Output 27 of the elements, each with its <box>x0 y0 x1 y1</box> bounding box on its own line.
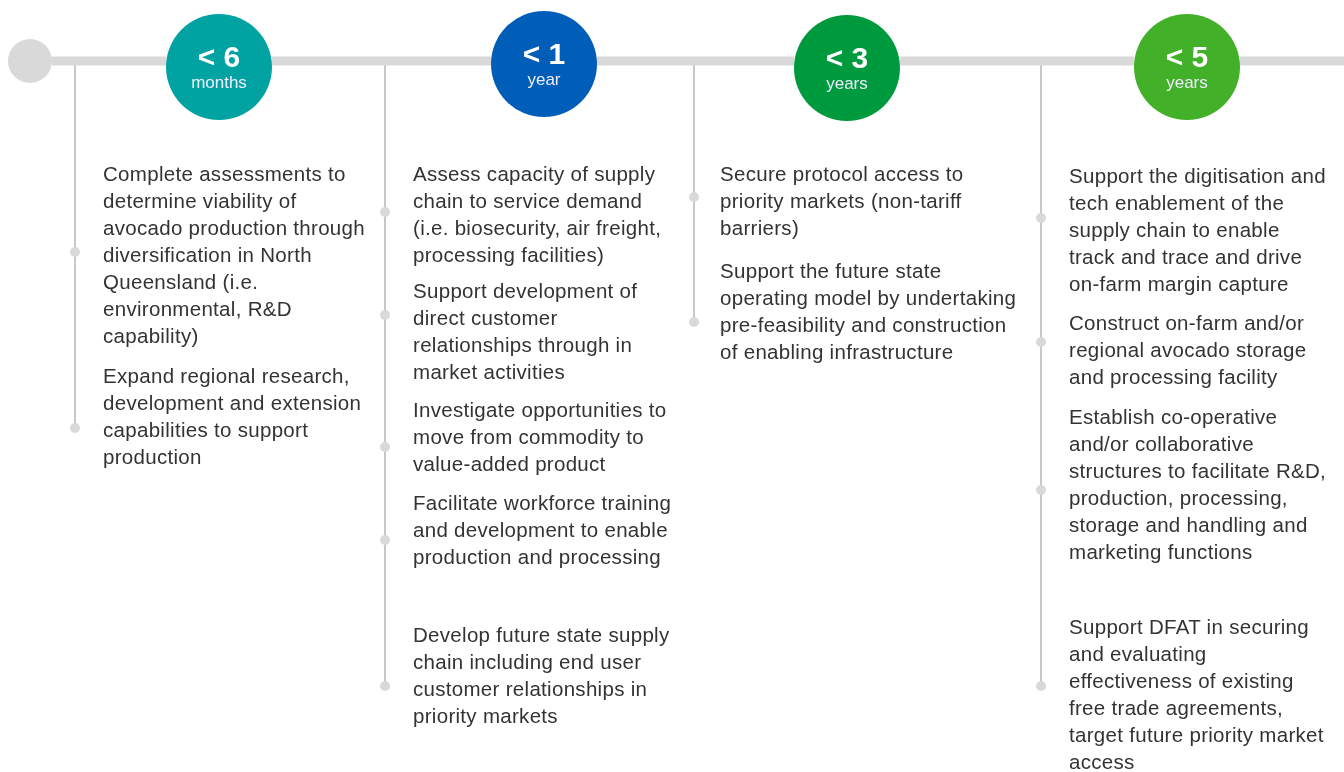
timeline-bar <box>1240 56 1344 66</box>
milestone-value: < 5 <box>1165 41 1209 73</box>
action-text: Support the future state operating model by undertaking pre-feasibility and construction of enabling infrastructure <box>720 258 1018 365</box>
milestone-unit: years <box>1166 73 1208 93</box>
milestone-unit: year <box>527 70 561 90</box>
action-text: Support the digitisation and tech enablement of the supply chain to enable track and trace and drive on-farm margin capture <box>1069 163 1327 297</box>
action-text: Support DFAT in securing and evaluating effectiveness of existing free trade agreements, target future priority market access <box>1069 614 1325 772</box>
milestone-unit: months <box>191 73 247 93</box>
action-text: Expand regional research, development and extension capabilities to support production <box>103 363 363 470</box>
action-text: Develop future state supply chain including end user customer relationships in priority markets <box>413 622 671 729</box>
action-text: Construct on-farm and/or regional avocado storage and processing facility <box>1069 310 1308 390</box>
action-text: Support development of direct customer relationships through in market activities <box>413 278 639 385</box>
timeline-bar <box>900 56 1134 66</box>
action-text: Secure protocol access to priority markets (non-tariff barriers) <box>720 161 965 241</box>
timeline-bar <box>272 56 491 66</box>
timeline-bar <box>52 56 166 66</box>
milestone-value: < 6 <box>197 41 241 73</box>
action-text: Facilitate workforce training and development to enable production and processing <box>413 490 673 570</box>
action-text: Assess capacity of supply chain to service demand (i.e. biosecurity, air freight, processing facilities) <box>413 161 663 268</box>
milestone-value: < 3 <box>825 42 869 74</box>
action-text: Establish co-operative and/or collaborative structures to facilitate R&D, production, processing, storage and handling and marketing functions <box>1069 404 1328 565</box>
action-text: Complete assessments to determine viability of avocado production through diversification in North Queensland (i.e. environmental, R&D capability) <box>103 161 366 349</box>
milestone-unit: years <box>826 74 868 94</box>
action-text: Investigate opportunities to move from commodity to value-added product <box>413 397 668 477</box>
timeline-bar <box>597 56 794 66</box>
milestone-value: < 1 <box>522 38 566 70</box>
timeline-start-circle <box>8 39 52 83</box>
